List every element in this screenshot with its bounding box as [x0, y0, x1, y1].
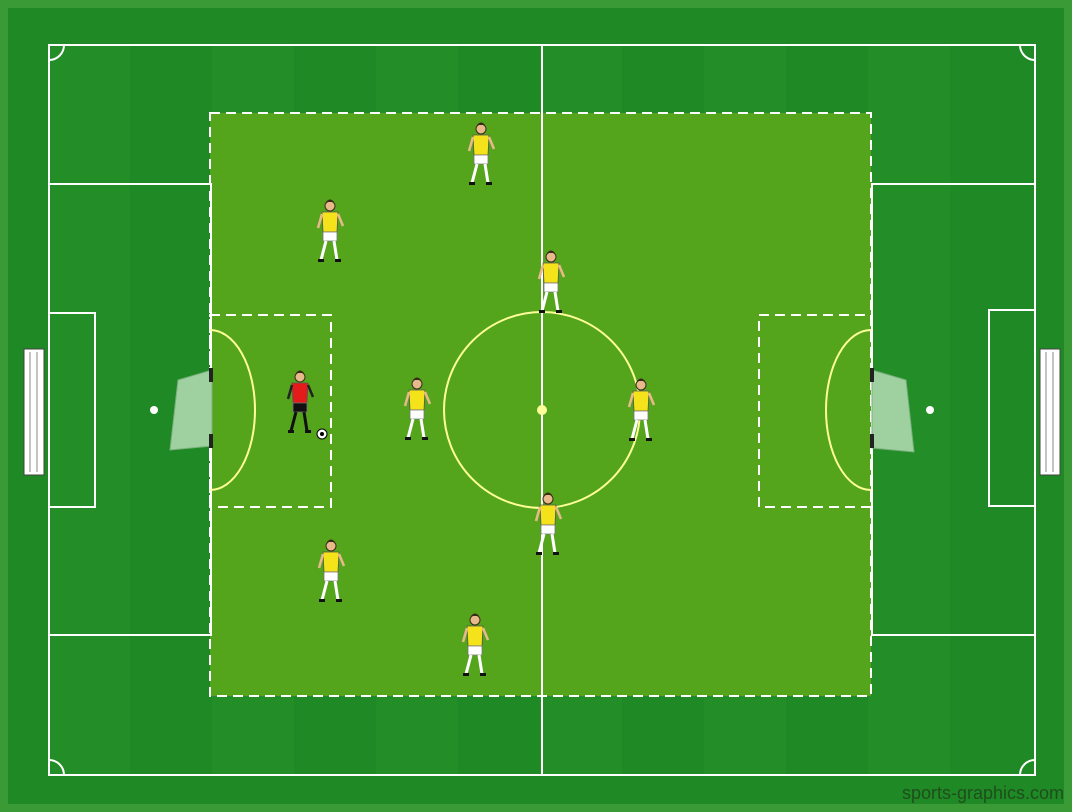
right-big-goal: [1040, 349, 1060, 475]
training-zone: [210, 113, 871, 696]
left-big-goal: [24, 349, 44, 475]
center-spot: [537, 405, 547, 415]
left-penalty-spot: [150, 406, 158, 414]
right-penalty-spot: [926, 406, 934, 414]
watermark: sports-graphics.com: [902, 783, 1064, 804]
soccer-ball-icon: [317, 429, 327, 439]
